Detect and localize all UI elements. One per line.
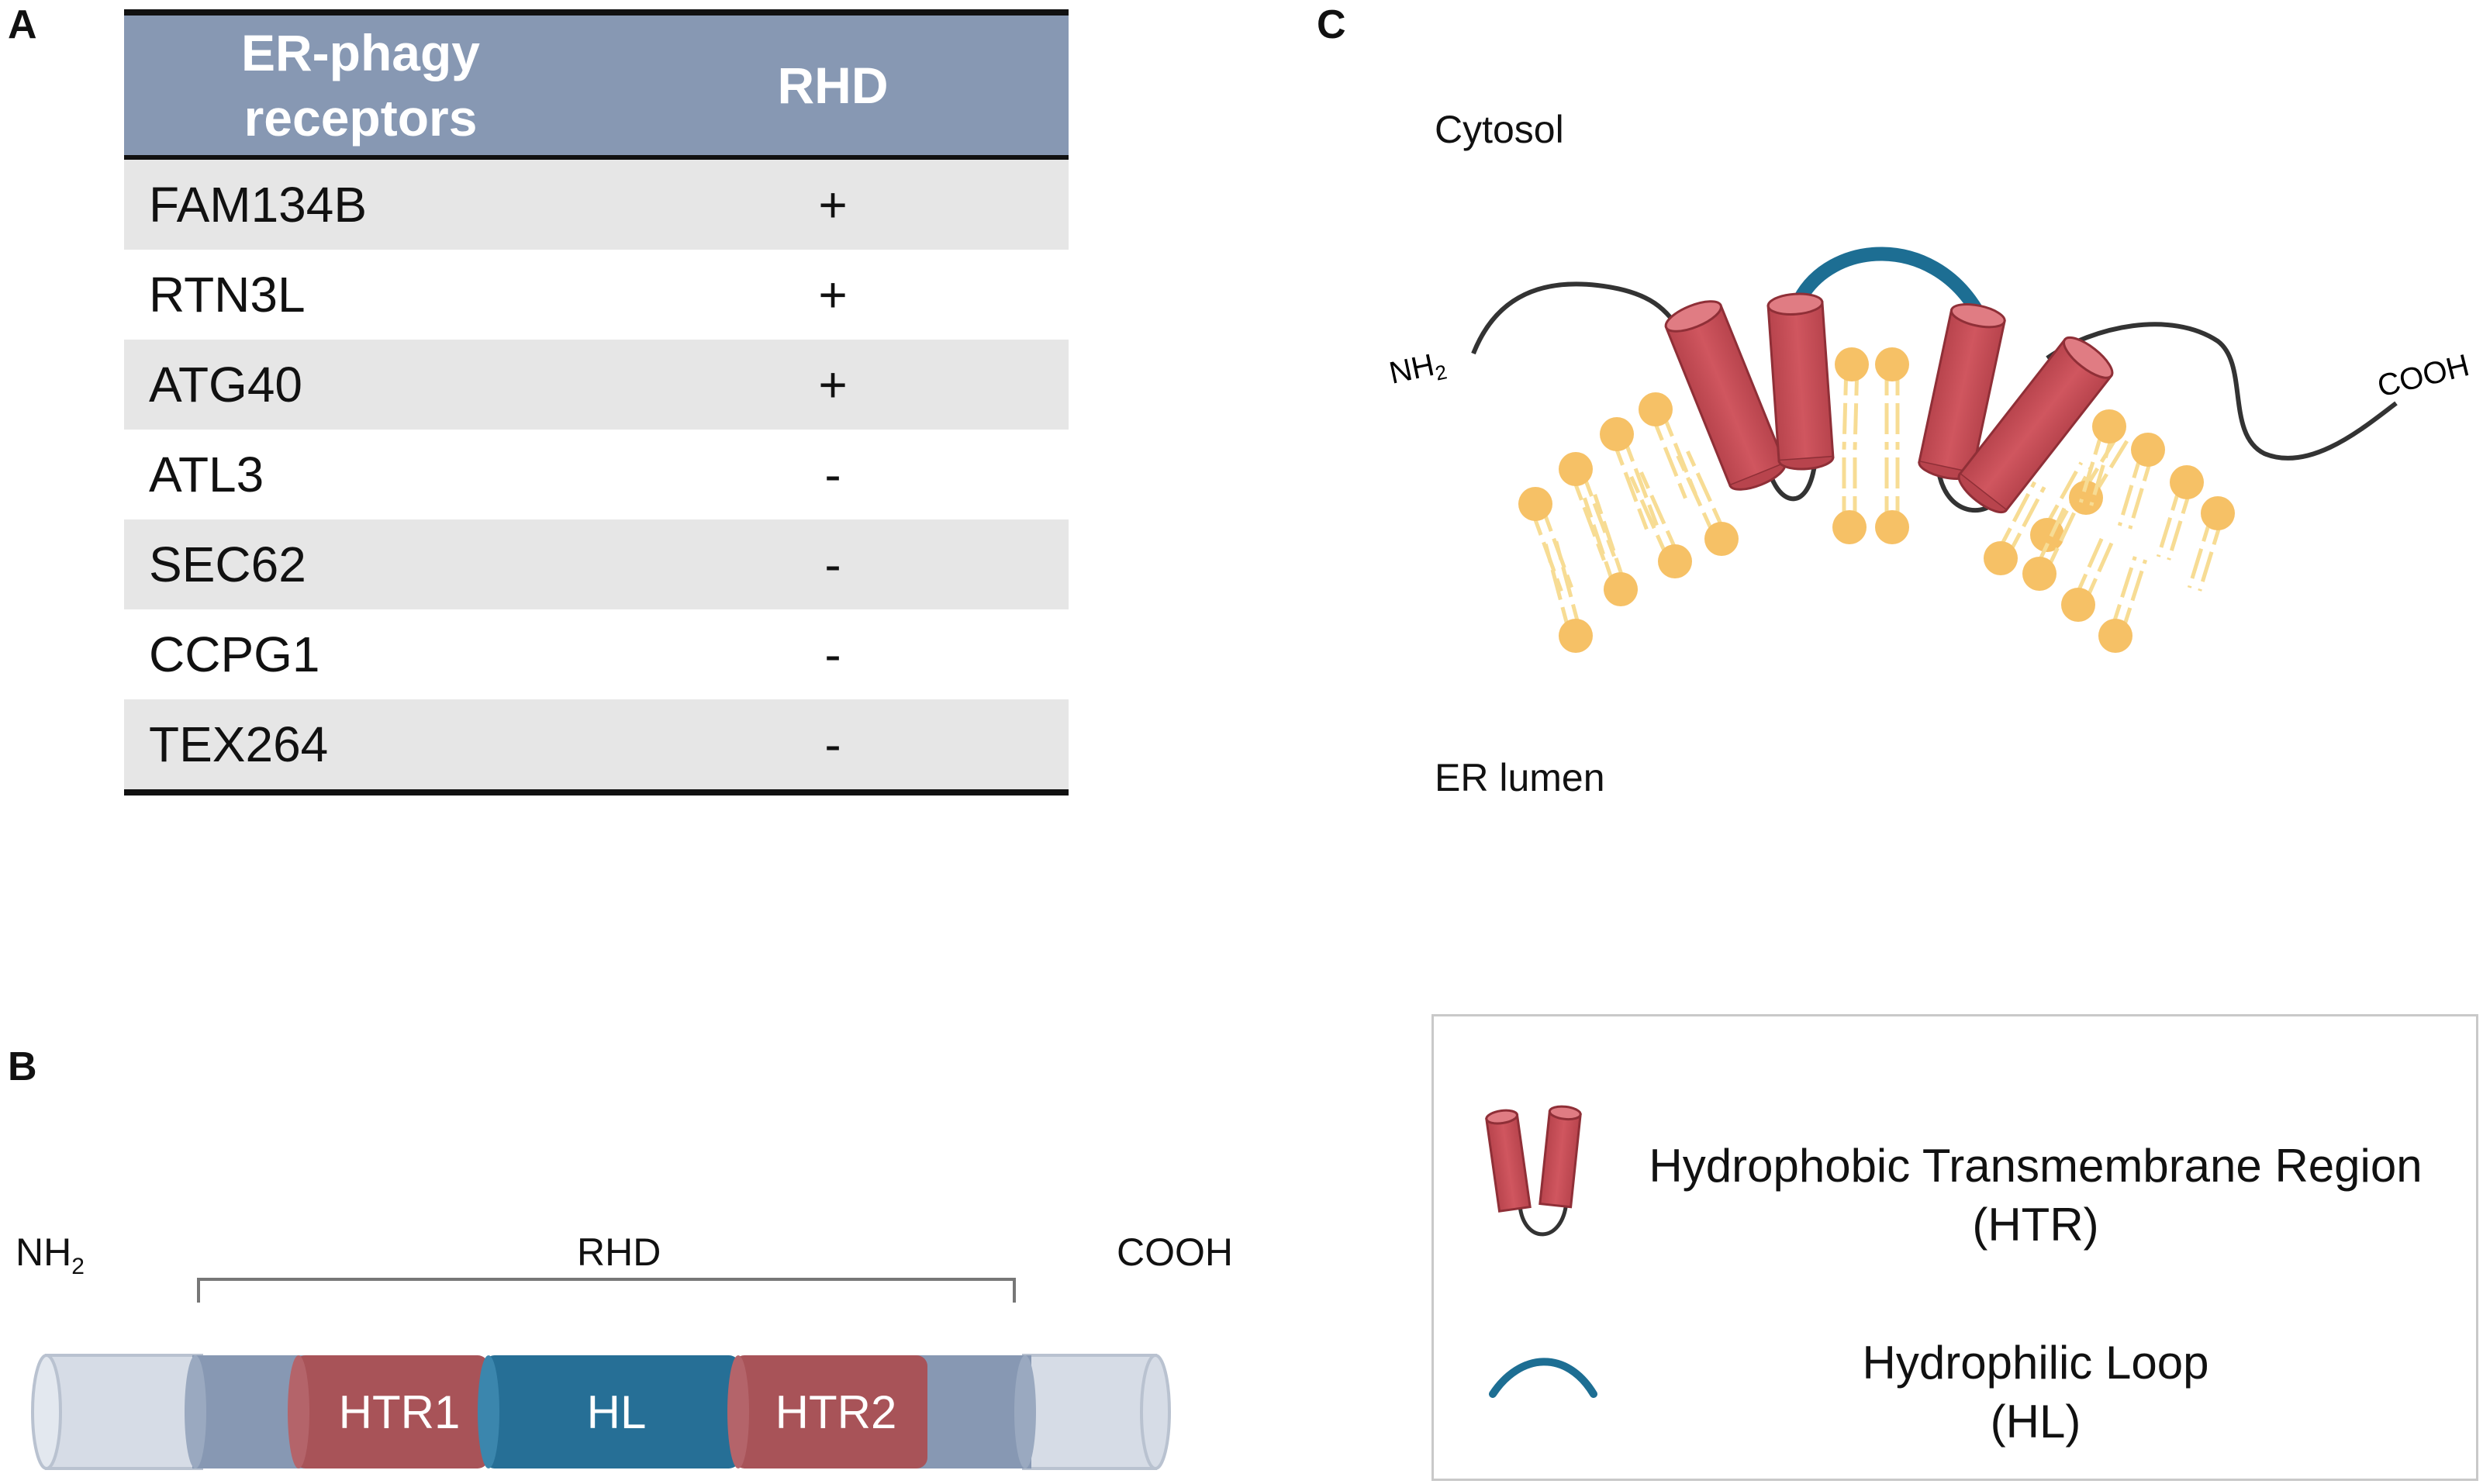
lipid [1835, 347, 1869, 450]
table-bottom-rule [124, 789, 1069, 795]
header-receptors-text: ER-phagy receptors [240, 24, 481, 147]
nterm-tube [45, 1354, 203, 1470]
htr1-segment [295, 1355, 489, 1468]
table-row: SEC62 - [124, 519, 1069, 609]
lipid [1543, 540, 1593, 653]
receptor-table: ER-phagy receptors RHD FAM134B+RTN3L+ATG… [124, 9, 1069, 795]
lipid [2187, 496, 2235, 592]
hl-segment [484, 1355, 740, 1468]
legend-hl-text: Hydrophilic Loop (HL) [1862, 1337, 2209, 1448]
htr1-label: HTR1 [339, 1386, 461, 1438]
lipid [2061, 532, 2116, 622]
rhd-presence: - [824, 626, 841, 682]
panel-label-b: B [8, 1044, 37, 1089]
lipid [1559, 452, 1616, 561]
receptor-name: FAM134B [149, 177, 368, 233]
rhd-bracket [197, 1278, 1016, 1303]
lipid [1518, 487, 1573, 592]
domain-map: HTR1 HL HTR2 [31, 1278, 1171, 1470]
lipid [1875, 347, 1909, 450]
header-receptors: ER-phagy receptors [124, 16, 597, 155]
htr2-segment-end [727, 1355, 749, 1468]
hydrophilic-loop [1792, 247, 1984, 319]
panel-label-c: C [1317, 2, 1346, 47]
legend-htr-icon [1485, 1105, 1582, 1237]
header-rhd: RHD [777, 57, 889, 114]
helix-1 [1664, 300, 1787, 491]
topology-cterm-label: COOH [2374, 348, 2473, 404]
lipid-bilayer [1518, 347, 2235, 653]
domain-rhd-label: RHD [577, 1230, 661, 1274]
lipid [2156, 465, 2204, 561]
receptor-name: CCPG1 [149, 626, 320, 682]
rhd-flank-right [915, 1355, 1031, 1468]
lipid [2022, 504, 2077, 591]
receptor-name: RTN3L [149, 267, 306, 323]
cytosol-label: Cytosol [1435, 108, 1564, 151]
hl-label: HL [587, 1386, 647, 1438]
helix-2 [1766, 292, 1835, 471]
lipid [1600, 417, 1659, 530]
panel-label-a: A [8, 2, 37, 47]
er-lumen-label: ER lumen [1435, 756, 1605, 799]
table-body: FAM134B+RTN3L+ATG40+ATL3-SEC62-CCPG1-TEX… [124, 160, 1069, 789]
lipid [1629, 471, 1692, 578]
hl-segment-end [478, 1355, 499, 1468]
cterm-tube-end [1140, 1354, 1171, 1470]
table-row: ATL3 - [124, 430, 1069, 519]
table-row: ATG40 + [124, 340, 1069, 430]
rhd-flank-left-end [185, 1355, 206, 1468]
receptor-name: ATG40 [149, 357, 302, 412]
table-row: RTN3L + [124, 250, 1069, 340]
htr1-segment-end [288, 1355, 309, 1468]
rhd-presence: - [824, 447, 841, 502]
table-header: ER-phagy receptors RHD [124, 9, 1069, 160]
lipid [2117, 433, 2165, 530]
topology-nterm-label: NH2 [1387, 346, 1449, 395]
legend-hl-icon [1489, 1358, 1597, 1398]
cterm-tube [1022, 1354, 1157, 1470]
lipid [1832, 457, 1867, 544]
htr2-label: HTR2 [775, 1386, 897, 1438]
nterm-tail [1471, 281, 1685, 355]
receptor-name: TEX264 [149, 716, 329, 772]
legend-htr-text: Hydrophobic Transmembrane Region (HTR) [1649, 1140, 2423, 1251]
receptor-name: SEC62 [149, 537, 306, 592]
table-row: FAM134B + [124, 160, 1069, 250]
table-row: CCPG1 - [124, 609, 1069, 699]
cterm-tail [2046, 322, 2398, 461]
rhd-presence: + [818, 267, 848, 323]
protein-topology: NH2 COOH [1387, 247, 2473, 514]
lipid [2098, 556, 2148, 653]
helix-4 [1957, 336, 2114, 514]
htr2-segment [734, 1355, 927, 1468]
rhd-presence: - [824, 537, 841, 592]
lipid [1984, 481, 2046, 575]
receptor-name: ATL3 [149, 447, 264, 502]
lipid [1875, 457, 1909, 544]
lipid [1639, 392, 1697, 499]
rhd-presence: + [818, 357, 848, 412]
domain-nterm-label: NH2 [16, 1230, 85, 1279]
rhd-presence: - [824, 716, 841, 772]
nterm-tube-end [31, 1354, 62, 1470]
rhd-presence: + [818, 177, 848, 233]
domain-cterm-label: COOH [1117, 1230, 1233, 1274]
rhd-flank-right-end [1014, 1355, 1036, 1468]
lipid [2078, 409, 2126, 506]
legend-box [1431, 1014, 2478, 1481]
table-row: TEX264 - [124, 699, 1069, 789]
